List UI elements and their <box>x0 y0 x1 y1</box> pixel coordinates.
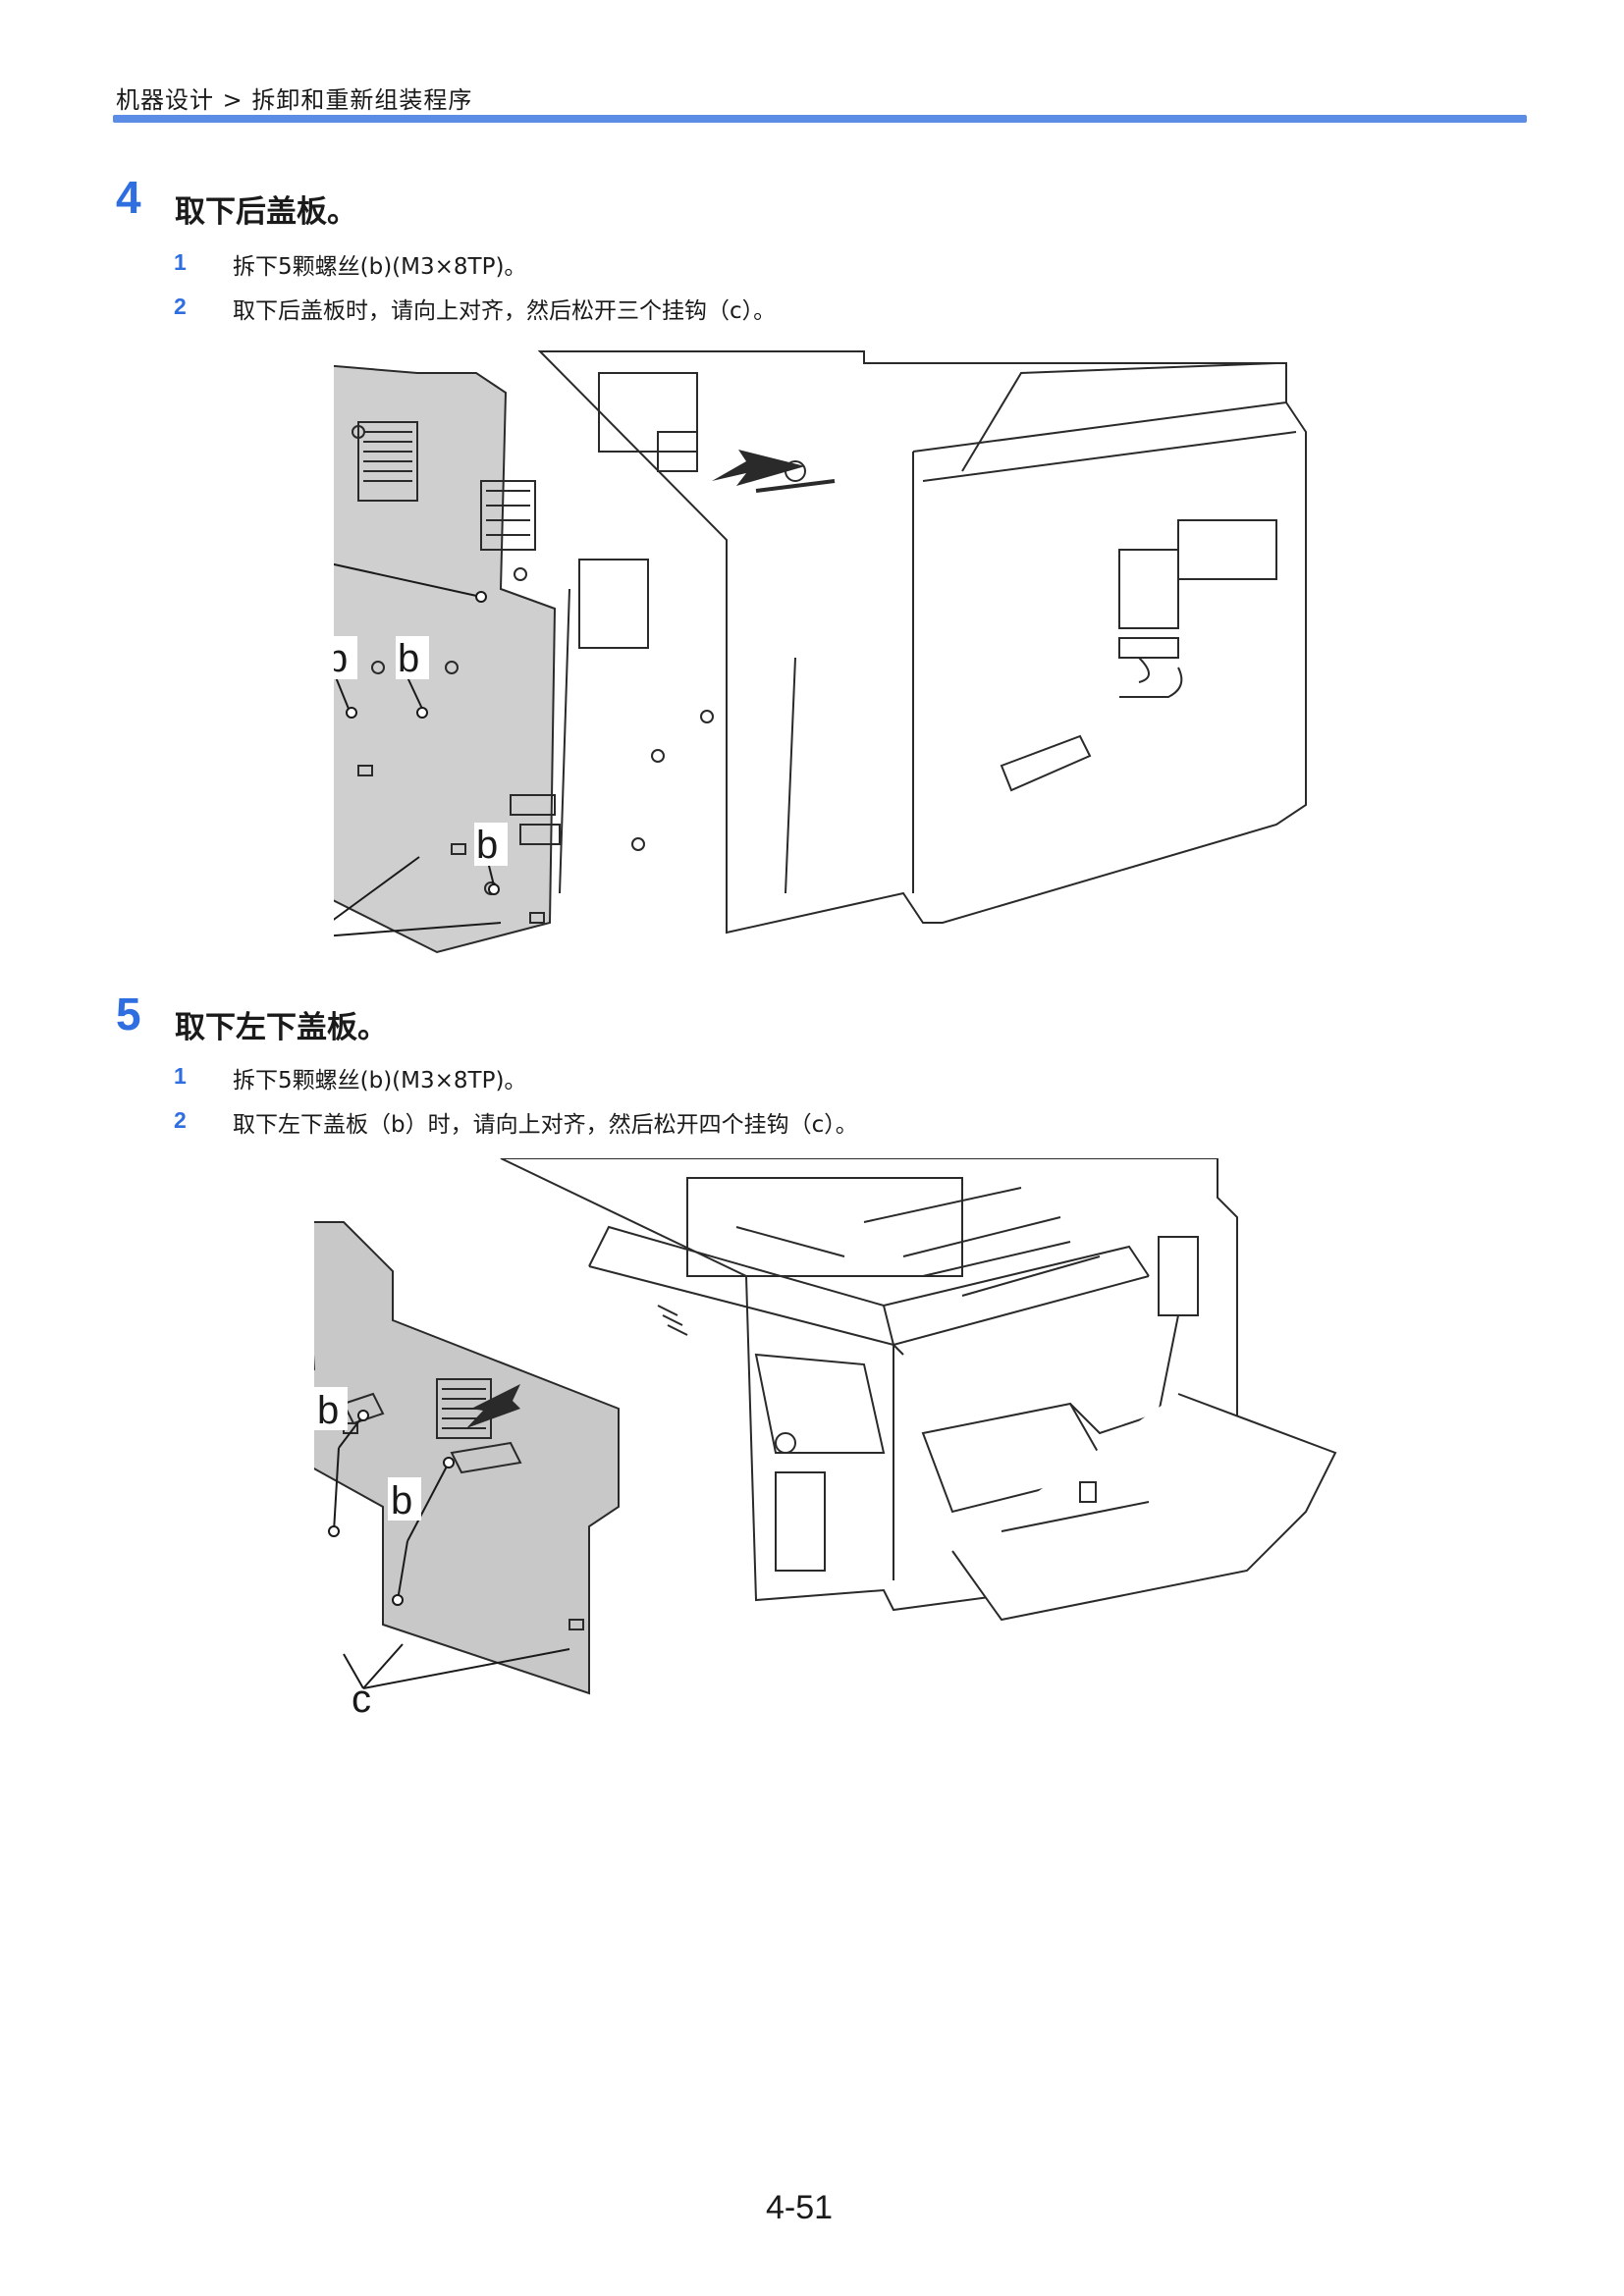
breadcrumb: 机器设计 > 拆卸和重新组装程序 <box>116 86 473 114</box>
callout-b-bg <box>388 1477 421 1521</box>
section-4-step-2-text: 取下后盖板时，请向上对齐，然后松开三个挂钩（c）。 <box>233 298 777 324</box>
section-5-step-1-number: 1 <box>174 1063 187 1089</box>
page-number: 4-51 <box>766 2189 834 2226</box>
section-5-title: 取下左下盖板。 <box>175 1010 388 1045</box>
section-4-step-2-number: 2 <box>174 294 187 319</box>
callout-b: b <box>391 1479 412 1522</box>
section-4-step-1-number: 1 <box>174 249 187 275</box>
callout-b: b <box>398 637 419 680</box>
section-5-step-2-text: 取下左下盖板（b）时，请向上对齐，然后松开四个挂钩（c）。 <box>233 1112 858 1138</box>
rear-cover-removal-figure: b b b b a c <box>334 350 1307 954</box>
callout-b-bg <box>474 823 508 866</box>
callout-c: c <box>352 1678 371 1721</box>
section-5-step-1-text: 拆下5颗螺丝(b)(M3×8TP)。 <box>233 1068 527 1094</box>
callout-b: b <box>334 637 348 680</box>
section-5-step-2-number: 2 <box>174 1107 187 1133</box>
callout-b-bg <box>396 636 429 679</box>
callout-b: b <box>317 1389 339 1432</box>
header-divider <box>113 115 1527 123</box>
lower-left-cover-removal-figure: a b b b c <box>314 1158 1337 1721</box>
callout-b: b <box>476 824 498 867</box>
callout-b-bg <box>314 1387 348 1430</box>
section-4-number: 4 <box>116 172 141 223</box>
callout-b-bg <box>334 636 357 679</box>
section-4-title: 取下后盖板。 <box>175 194 357 230</box>
section-4-step-1-text: 拆下5颗螺丝(b)(M3×8TP)。 <box>233 254 527 280</box>
section-5-number: 5 <box>116 988 141 1040</box>
